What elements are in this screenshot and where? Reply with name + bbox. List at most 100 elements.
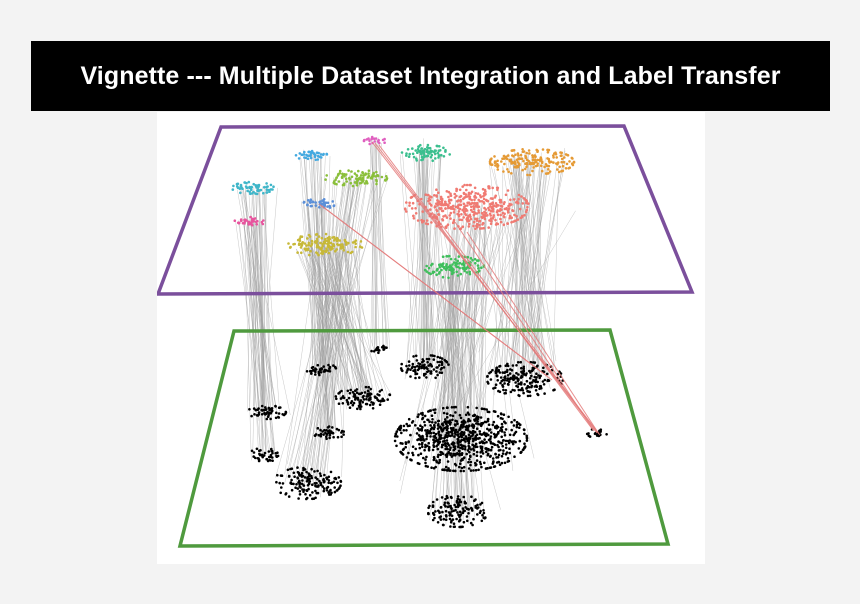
cell-point — [448, 264, 452, 267]
cell-point — [411, 420, 415, 423]
cell-point — [299, 246, 303, 249]
cell-point — [474, 217, 477, 221]
cell-point — [374, 175, 377, 178]
cell-point — [525, 208, 529, 212]
cell-point — [525, 387, 528, 390]
cell-point — [305, 370, 309, 373]
cell-point — [472, 469, 475, 472]
cell-point — [524, 167, 527, 171]
cell-point — [506, 374, 510, 377]
cell-point — [430, 421, 434, 424]
cell-point — [522, 391, 525, 395]
cell-point — [255, 192, 259, 196]
cell-point — [473, 211, 477, 215]
cell-point — [447, 363, 450, 366]
cell-point — [319, 474, 323, 478]
cell-point — [496, 213, 500, 216]
cell-point — [362, 398, 366, 401]
anchor-line — [343, 250, 376, 400]
cell-point — [497, 369, 500, 373]
cell-point — [342, 433, 345, 436]
cell-point — [368, 139, 371, 142]
cell-point — [446, 447, 449, 451]
cell-point — [329, 488, 332, 492]
cell-point — [432, 438, 435, 442]
reference-cluster-lime — [275, 466, 343, 501]
cell-point — [423, 155, 427, 158]
cell-point — [508, 447, 511, 451]
cell-point — [500, 428, 504, 432]
cell-point — [272, 185, 275, 188]
cell-point — [497, 430, 500, 434]
cell-point — [519, 383, 523, 386]
cell-point — [298, 493, 302, 496]
cell-point — [320, 246, 323, 250]
cell-point — [409, 458, 413, 462]
cell-point — [492, 410, 496, 413]
cell-point — [260, 453, 264, 457]
cell-point — [428, 195, 432, 198]
cell-point — [475, 459, 479, 462]
cell-point — [313, 470, 316, 473]
cell-point — [298, 152, 302, 155]
cell-point — [359, 245, 362, 248]
cell-point — [302, 488, 306, 492]
cell-point — [516, 218, 520, 221]
cell-point — [571, 157, 574, 160]
cell-point — [361, 396, 365, 399]
cell-point — [456, 495, 460, 498]
cell-point — [502, 413, 506, 417]
cell-point — [470, 190, 474, 194]
cell-point — [445, 439, 449, 442]
cell-point — [441, 255, 445, 258]
cell-point — [496, 222, 500, 226]
cell-point — [411, 453, 415, 457]
cell-point — [519, 381, 523, 384]
cell-point — [370, 137, 373, 141]
cell-point — [432, 358, 436, 361]
cell-point — [422, 150, 426, 154]
cell-point — [410, 207, 414, 210]
cell-point — [325, 247, 328, 250]
anchor-line — [519, 166, 548, 376]
cell-point — [473, 194, 477, 198]
cell-point — [339, 484, 342, 488]
cell-point — [302, 153, 306, 156]
cell-point — [269, 412, 272, 415]
cell-point — [466, 201, 469, 205]
cell-point — [504, 364, 508, 367]
cell-point — [503, 215, 506, 219]
anchor-line — [516, 167, 557, 373]
cell-point — [429, 424, 432, 427]
cell-point — [430, 414, 434, 418]
cell-point — [277, 412, 281, 415]
cell-point — [309, 198, 313, 201]
cell-point — [409, 196, 413, 199]
cell-point — [496, 162, 499, 166]
cell-point — [322, 489, 326, 493]
cell-point — [307, 487, 310, 491]
cell-point — [500, 435, 504, 439]
cell-point — [306, 203, 309, 206]
cell-point — [316, 477, 319, 481]
cell-point — [434, 376, 437, 380]
query-cluster-pink — [233, 215, 265, 227]
cell-point — [314, 476, 317, 479]
anchor-line — [504, 154, 545, 375]
cell-point — [415, 157, 418, 160]
cell-point — [524, 162, 527, 165]
cell-point — [501, 383, 504, 387]
anchor-line — [519, 166, 547, 379]
cell-point — [426, 465, 430, 468]
cell-point — [298, 237, 302, 240]
cell-point — [444, 447, 448, 451]
cell-point — [290, 488, 294, 492]
cell-point — [457, 444, 460, 448]
cell-point — [489, 370, 493, 374]
cell-point — [516, 152, 520, 155]
anchor-line — [252, 222, 259, 455]
cell-point — [465, 515, 469, 518]
cell-point — [445, 216, 449, 219]
cell-point — [433, 194, 436, 197]
cell-point — [440, 371, 444, 375]
